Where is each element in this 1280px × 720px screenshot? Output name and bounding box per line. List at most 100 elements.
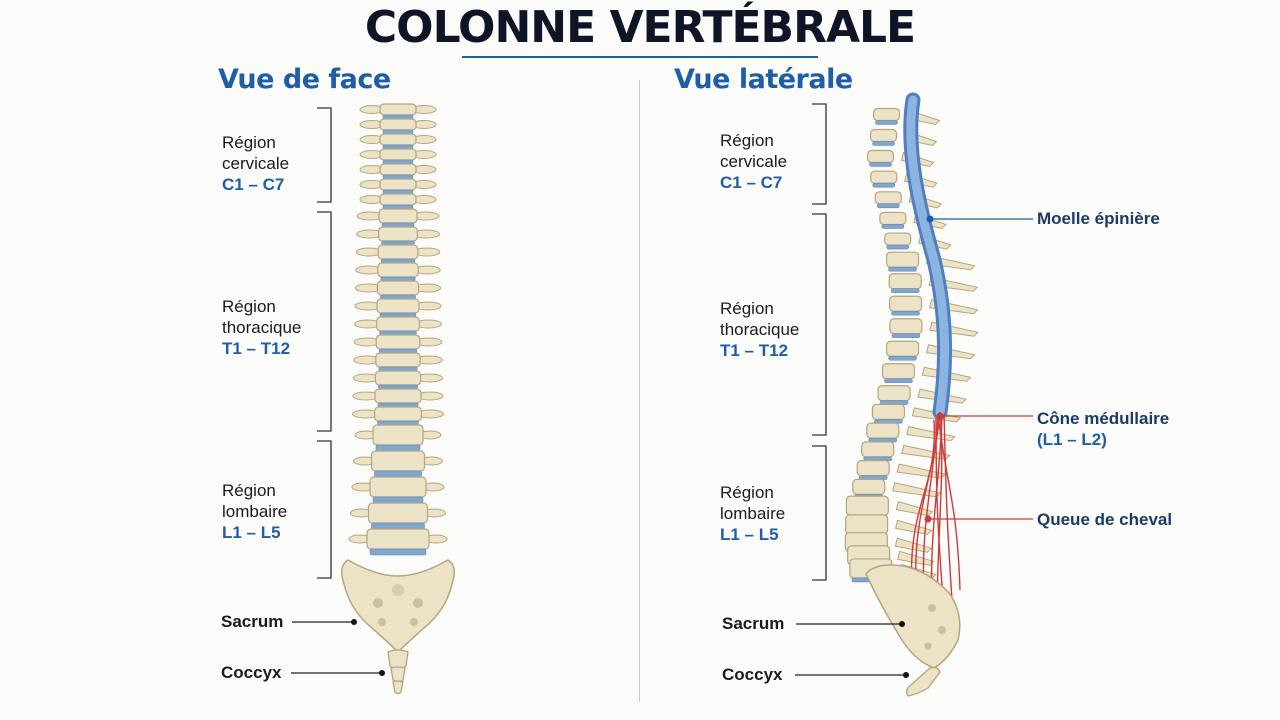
conus-label: Cône médullaire (L1 – L2) — [1037, 409, 1170, 449]
lateral-region-brackets — [812, 103, 827, 581]
lateral-sacrum — [865, 564, 961, 669]
lateral-disc — [888, 355, 917, 361]
lateral-vertebra — [866, 422, 900, 439]
lateral-thoracic-label: Région thoracique T1 – T12 — [720, 299, 800, 360]
spinal-cord-label: Moelle épinière — [1037, 209, 1160, 228]
lateral-vertebra — [881, 363, 916, 380]
front-disc — [375, 444, 421, 452]
lateral-disc — [888, 266, 917, 272]
lateral-leaders — [795, 623, 904, 676]
front-disc — [374, 470, 422, 478]
lateral-sacrum-dot — [899, 621, 905, 627]
lateral-vertebra — [879, 211, 907, 226]
front-vertebra — [377, 262, 419, 278]
front-thoracic-label: Région thoracique T1 – T12 — [222, 297, 302, 358]
lateral-vertebra — [870, 170, 898, 184]
front-sacrum — [341, 559, 455, 654]
lateral-spinous-process — [892, 482, 942, 498]
front-bracket-lumbar — [317, 440, 332, 579]
lateral-vertebra — [888, 273, 922, 290]
front-vertebra — [372, 424, 424, 446]
lateral-disc — [881, 224, 905, 229]
cauda-label: Queue de cheval — [1037, 510, 1173, 529]
lateral-vertebra — [845, 495, 889, 516]
spinal-cord — [906, 95, 950, 417]
lateral-view-title: Vue latérale — [674, 64, 853, 95]
front-lumbar-label: Région lombaire L1 – L5 — [222, 481, 288, 542]
front-coccyx-label: Coccyx — [221, 663, 282, 682]
lateral-vertebra — [885, 251, 920, 268]
lateral-disc — [872, 182, 896, 188]
front-vertebra — [376, 298, 420, 314]
front-vertebra — [378, 208, 418, 224]
front-disc — [369, 548, 427, 556]
lateral-coccyx — [906, 666, 941, 697]
view-divider — [639, 80, 640, 702]
conus-dot — [936, 412, 944, 420]
front-vertebra — [374, 406, 423, 422]
front-vertebra — [376, 280, 420, 296]
front-vertebra — [375, 334, 421, 350]
front-vertebra — [379, 133, 417, 146]
front-vertebra — [370, 450, 426, 472]
front-vertebra — [375, 352, 421, 368]
front-vertebra — [379, 193, 417, 206]
lateral-vertebra — [852, 478, 886, 495]
lateral-bracket-lumbar — [812, 445, 827, 581]
cauda-nerve — [943, 413, 953, 601]
cauda-nerve — [935, 417, 945, 613]
front-vertebra — [369, 476, 427, 498]
title-underline — [462, 56, 818, 58]
front-vertebra — [378, 226, 419, 242]
front-vertebra — [367, 502, 429, 524]
lateral-vertebra — [884, 232, 912, 246]
front-disc — [371, 522, 425, 530]
lateral-disc — [876, 203, 900, 209]
front-vertebra — [379, 148, 417, 161]
front-vertebra — [374, 370, 422, 386]
front-cervical-label: Région cervicale C1 – C7 — [222, 133, 290, 194]
lateral-vertebra — [872, 107, 901, 122]
cauda-dot — [924, 515, 932, 523]
lateral-lumbar-label: Région lombaire L1 – L5 — [720, 483, 786, 544]
front-sacrum-label: Sacrum — [221, 612, 284, 631]
lateral-vertebra — [885, 340, 920, 357]
cauda-nerve — [937, 413, 961, 591]
lateral-coccyx-dot — [903, 672, 909, 678]
lateral-disc — [886, 244, 909, 250]
cord-dot — [926, 215, 934, 223]
lateral-disc — [884, 378, 913, 384]
lateral-vertebra — [856, 460, 890, 477]
lateral-vertebra — [866, 149, 895, 164]
front-region-brackets — [317, 107, 332, 579]
lateral-disc — [890, 288, 920, 294]
lateral-spinous-process — [895, 519, 933, 535]
lateral-disc — [872, 141, 895, 146]
lateral-bracket-thoracic — [812, 213, 827, 436]
front-vertebra — [376, 316, 421, 332]
front-vertebra — [379, 178, 417, 191]
front-vertebra — [379, 103, 417, 116]
lateral-vertebra — [871, 403, 906, 420]
lateral-vertebra — [869, 128, 898, 143]
front-bracket-thoracic — [317, 211, 332, 432]
front-coccyx — [387, 649, 409, 695]
lateral-vertebra — [888, 295, 923, 312]
lateral-bracket-cervical — [812, 103, 827, 205]
lateral-disc — [875, 120, 898, 125]
lateral-disc — [891, 333, 921, 339]
lateral-cervical-label: Région cervicale C1 – C7 — [720, 131, 788, 192]
lateral-vertebra — [874, 191, 902, 205]
front-vertebra — [379, 163, 417, 176]
front-vertebra — [379, 118, 417, 131]
cauda-nerve — [910, 419, 936, 593]
lateral-sacrum-label: Sacrum — [722, 614, 785, 633]
lateral-vertebra — [889, 318, 923, 335]
front-vertebra — [374, 388, 422, 404]
front-spine — [348, 103, 448, 556]
front-sacrum-dot — [351, 619, 357, 625]
lateral-nerve-leaders — [928, 415, 1033, 520]
lateral-coccyx-label: Coccyx — [722, 665, 783, 684]
lateral-vertebra — [877, 385, 911, 402]
